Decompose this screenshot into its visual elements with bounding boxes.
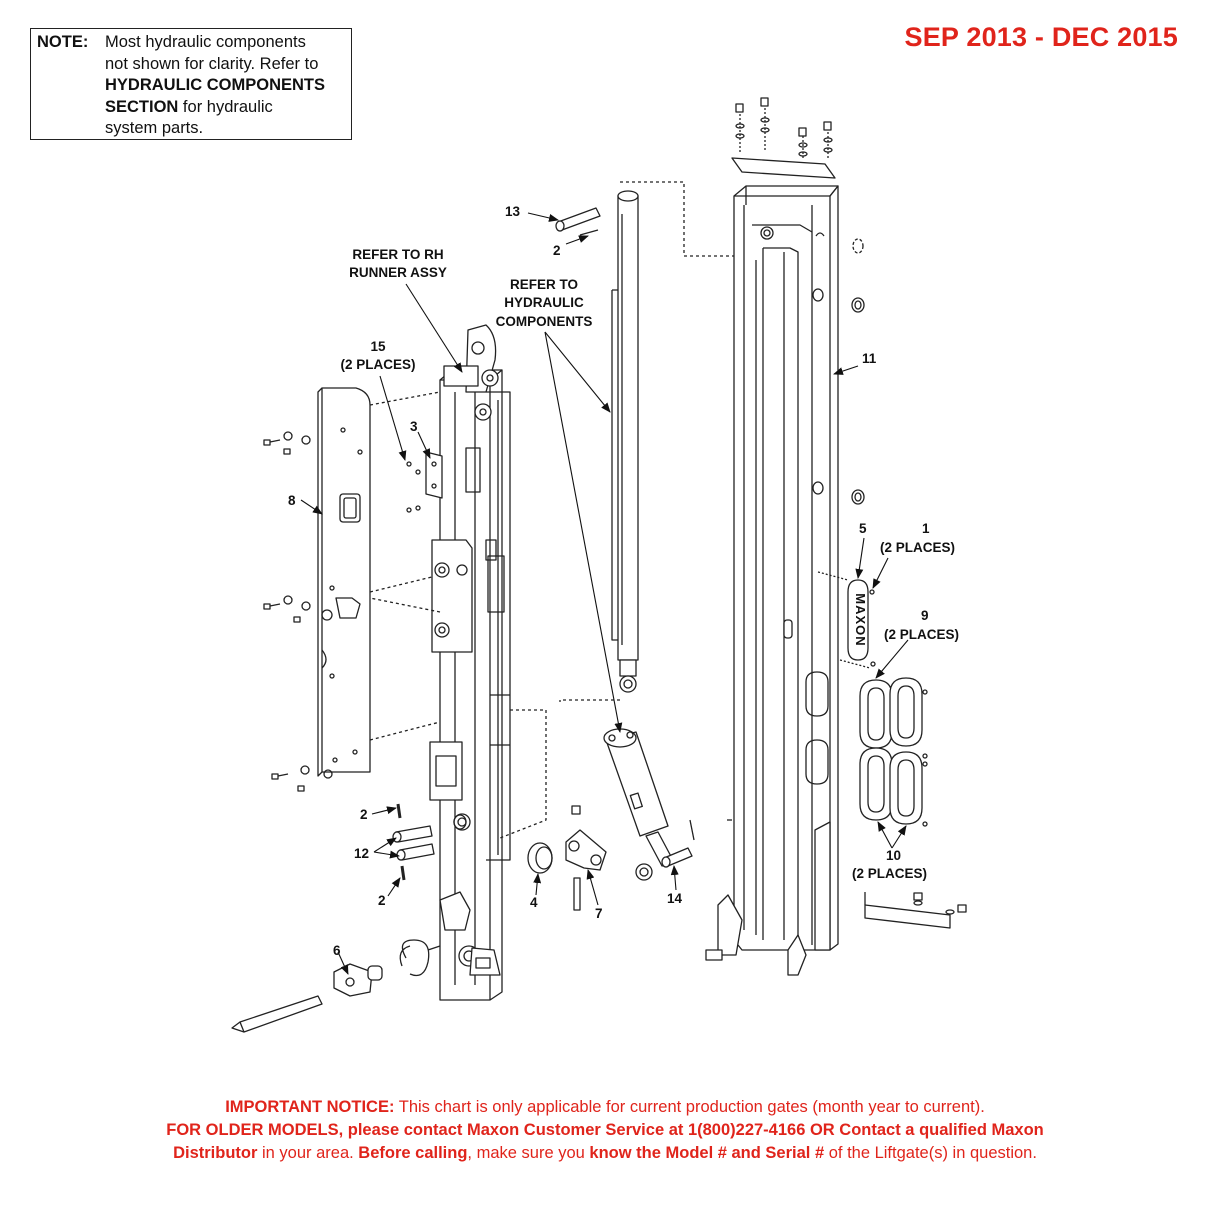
- callout-4: 4: [530, 895, 538, 910]
- callout-10-places: (2 PLACES): [852, 866, 927, 881]
- leader-lines: [300, 212, 909, 975]
- callout-14: 14: [667, 891, 683, 906]
- callout-labels: 13 2 REFER TO RH RUNNER ASSY REFER TO HY…: [288, 204, 959, 958]
- callout-refer-rh-line1: REFER TO RH: [352, 247, 443, 262]
- callout-9-places: (2 PLACES): [884, 627, 959, 642]
- maxon-decal-plate: [817, 571, 876, 669]
- hydraulic-cylinder-long: [611, 190, 639, 693]
- important-notice: IMPORTANT NOTICE: This chart is only app…: [0, 1096, 1210, 1165]
- bottom-bracket: [864, 892, 967, 929]
- note-box: NOTE: Most hydraulic components not show…: [30, 28, 352, 140]
- pin-part-13: [555, 207, 601, 236]
- callout-13: 13: [505, 204, 521, 219]
- callout-7: 7: [595, 906, 603, 921]
- note-label: NOTE:: [37, 33, 89, 51]
- callout-1: 1: [922, 521, 930, 536]
- note-line-2: not shown for clarity. Refer to: [105, 54, 319, 73]
- callout-2-top: 2: [553, 243, 561, 258]
- notice-line-1: IMPORTANT NOTICE: This chart is only app…: [225, 1098, 985, 1116]
- oval-grommets: [859, 677, 928, 827]
- callout-5: 5: [859, 521, 867, 536]
- cover-plate-part-8: [263, 387, 441, 792]
- callout-refer-rh-line2: RUNNER ASSY: [349, 265, 447, 280]
- callout-refer-hyd-line1: REFER TO: [510, 277, 578, 292]
- callout-1-places: (2 PLACES): [880, 540, 955, 555]
- callout-3: 3: [410, 419, 418, 434]
- note-line-1: Most hydraulic components: [105, 33, 306, 51]
- main-column-part-11: [705, 185, 839, 976]
- note-line-3: HYDRAULIC COMPONENTS: [105, 76, 326, 94]
- bushing-part-4: [527, 842, 553, 874]
- callout-refer-hyd-line2: HYDRAULIC: [504, 295, 584, 310]
- runner-assembly: [406, 324, 511, 1001]
- callout-15: 15: [370, 339, 386, 354]
- column-bushings: [815, 232, 865, 505]
- callout-8: 8: [288, 493, 296, 508]
- date-range-title: SEP 2013 - DEC 2015: [904, 22, 1178, 52]
- callout-12: 12: [354, 846, 369, 861]
- maxon-plate-text: MAXON: [853, 593, 868, 646]
- assembly-guide-lines: [369, 181, 734, 839]
- link-part-7: [565, 805, 607, 911]
- note-line-4: SECTION for hydraulic: [105, 97, 273, 116]
- note-body: Most hydraulic components not shown for …: [105, 32, 351, 140]
- callout-9: 9: [921, 608, 929, 623]
- callout-2-low: 2: [378, 893, 386, 908]
- notice-line-3: Distributor in your area. Before calling…: [173, 1144, 1037, 1162]
- callout-6: 6: [333, 943, 341, 958]
- callout-15-places: (2 PLACES): [340, 357, 415, 372]
- note-line-5: system parts.: [105, 119, 204, 137]
- notice-line-2: FOR OLDER MODELS, please contact Maxon C…: [166, 1121, 1044, 1139]
- callout-refer-hyd-line3: COMPONENTS: [496, 314, 593, 329]
- callout-10: 10: [886, 848, 901, 863]
- top-cap-plate: [731, 97, 836, 179]
- pin-part-14: [661, 819, 695, 868]
- callout-11: 11: [862, 351, 877, 366]
- callout-2-mid: 2: [360, 807, 368, 822]
